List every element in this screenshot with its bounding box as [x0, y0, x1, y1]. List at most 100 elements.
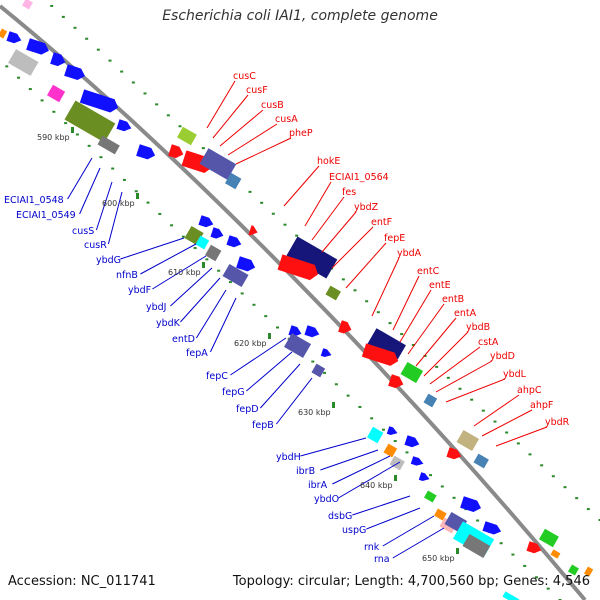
gene-label-ybdr: ybdR	[545, 417, 570, 428]
steel-gene-box	[423, 393, 438, 408]
outer-ruler-dot	[586, 508, 590, 511]
slate-gene-box	[199, 148, 237, 180]
genome-backbone	[0, 4, 587, 600]
label-line-eciai1-0548	[67, 157, 93, 200]
gene-label-phep: pheP	[289, 128, 313, 139]
gene-label-ybdj: ybdJ	[146, 302, 166, 313]
gene-label-dsbg: dsbG	[328, 511, 352, 522]
gene-label-enta: entA	[454, 308, 477, 319]
orange-gene-box	[0, 28, 8, 39]
green-gene-box	[424, 490, 437, 503]
label-line-ybdo	[338, 461, 401, 499]
label-line-cusr	[107, 191, 123, 245]
outer-ruler-dot	[73, 26, 77, 29]
blue-gene-arrow	[50, 52, 66, 67]
gene-label-nfnb: nfnB	[116, 270, 138, 281]
outer-ruler-dot	[295, 234, 299, 237]
outer-ruler-dot	[411, 344, 415, 346]
label-line-fepd	[260, 363, 301, 409]
yellowgreen-gene-box	[177, 126, 197, 146]
gene-label-ybdd: ybdD	[490, 351, 515, 362]
red-gene-arrow	[168, 144, 184, 159]
kbp-tick-mark	[332, 402, 335, 408]
kbp-tick-mark	[202, 262, 205, 268]
cyan-gene-box	[502, 591, 520, 600]
gray-gene-box	[97, 135, 120, 155]
inner-ruler-dot	[264, 315, 268, 318]
blue-gene-arrow	[6, 31, 22, 44]
outer-ruler-dot	[143, 92, 147, 95]
red-gene-arrow	[181, 150, 213, 174]
orange-gene-box	[584, 566, 594, 577]
steel-gene-box	[473, 453, 489, 469]
label-line-fepe	[345, 242, 387, 289]
left-label-lines	[67, 157, 445, 559]
green-gene-box	[539, 528, 559, 548]
outer-ruler-dot	[470, 398, 474, 401]
kbp-label-600-kbp: 600 kbp	[102, 199, 135, 208]
gene-label-ahpf: ahpF	[530, 400, 553, 411]
gene-label-entc: entC	[417, 266, 440, 277]
label-line-ahpc	[473, 394, 520, 427]
label-line-ybda	[371, 257, 400, 317]
gene-label-ybdz: ybdZ	[354, 202, 379, 213]
outer-ruler-dot	[341, 278, 345, 281]
pink-gene-box	[22, 0, 33, 10]
slate-gene-box	[284, 333, 312, 358]
gene-label-cusa: cusA	[275, 114, 298, 125]
label-line-entf	[331, 226, 374, 269]
gene-label-uspg: uspG	[342, 525, 366, 536]
outer-ruler-dot	[505, 431, 509, 434]
inner-ruler-dot	[17, 76, 21, 79]
outer-ruler-dot	[365, 300, 369, 303]
blue-gene-arrow	[460, 496, 482, 513]
inner-ruler-dot	[240, 292, 244, 295]
outer-ruler-dot	[201, 147, 205, 150]
gene-label-ibra: ibrA	[308, 480, 328, 491]
inner-ruler-dot	[170, 224, 174, 227]
tan-gene-box	[456, 429, 480, 452]
right-label-lines	[206, 80, 548, 447]
label-line-enta	[415, 317, 457, 367]
inner-ruler-dot	[40, 99, 44, 102]
label-line-ybdg	[120, 237, 185, 260]
inner-ruler-dot	[5, 65, 9, 68]
outer-ruler-dot	[446, 376, 450, 379]
inner-ruler-dot	[158, 212, 162, 215]
blue-gene-arrow	[236, 256, 256, 272]
gene-label-cuss: cusS	[72, 226, 94, 237]
gene-label-eciai1-0564: ECIAI1_0564	[329, 172, 389, 183]
blue-gene-arrow	[198, 215, 214, 228]
gene-label-eciai1-0549: ECIAI1_0549	[16, 210, 76, 221]
navy-gene-box	[286, 236, 338, 279]
gene-label-rnk: rnk	[364, 542, 380, 553]
olive-gene-box	[325, 285, 341, 301]
inner-ruler-dot	[75, 133, 79, 136]
inner-ruler-dot	[323, 371, 327, 374]
blue-gene-arrow	[404, 435, 420, 448]
inner-ruler-dot	[181, 235, 185, 238]
inner-ruler-dot	[52, 110, 56, 113]
label-line-entd	[195, 289, 227, 339]
green-gene-box	[400, 361, 424, 384]
label-line-ybdb	[423, 331, 469, 377]
outer-ruler-dot	[353, 289, 357, 292]
outer-ruler-dot	[540, 464, 544, 467]
blue-gene-arrow	[116, 119, 132, 132]
label-line-csta	[429, 346, 481, 385]
inner-ruler-dot	[122, 178, 126, 181]
red-gene-arrow	[361, 343, 399, 366]
blue-gene-arrow	[320, 348, 332, 358]
navy-gene-box	[367, 328, 406, 361]
inner-ruler-dot	[393, 440, 397, 443]
inner-ruler-dot	[334, 383, 338, 386]
outer-ruler-dot	[481, 409, 485, 412]
outer-ruler-dot	[131, 81, 135, 84]
inner-ruler-dot	[476, 519, 480, 522]
red-gene-arrow	[526, 541, 542, 554]
left-gene-labels: ECIAI1_0548ECIAI1_0549cusScusRybdGnfnByb…	[4, 195, 390, 565]
gene-label-ybdf: ybdF	[128, 285, 151, 296]
inner-ruler-dot	[111, 167, 115, 170]
label-line-uspg	[366, 507, 421, 530]
